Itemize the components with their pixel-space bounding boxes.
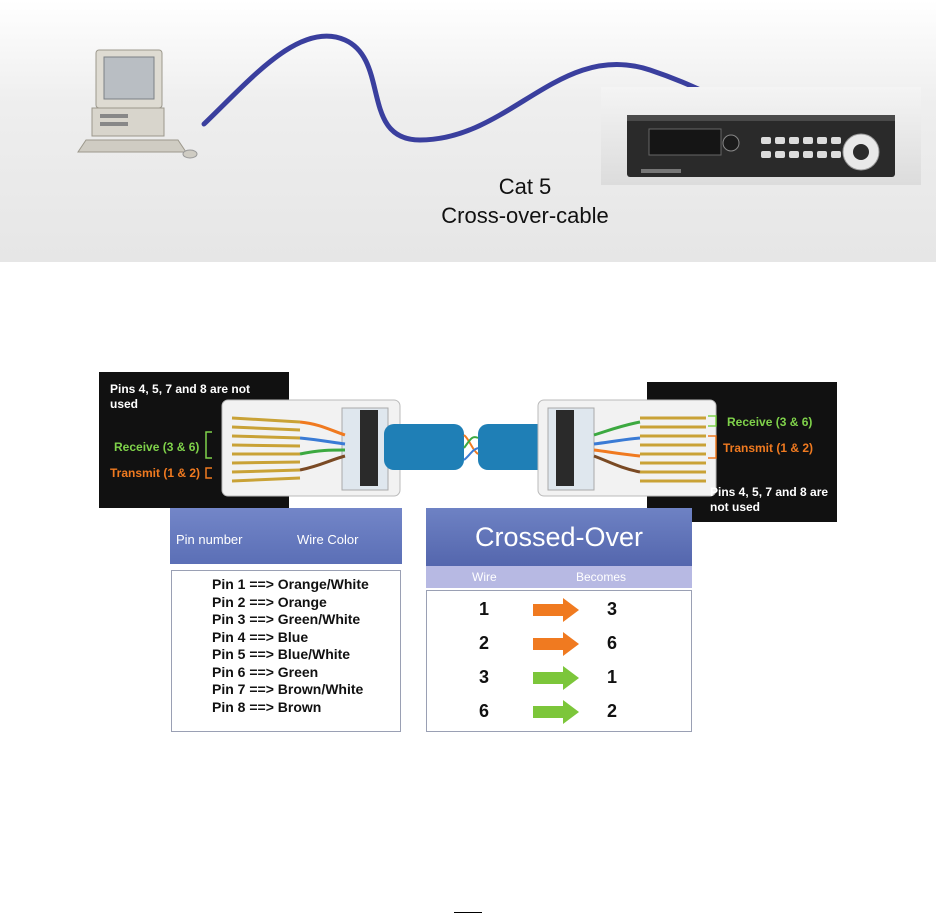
right-receive-label: Receive (3 & 6) [727,415,813,429]
green-arrow-icon [533,700,579,724]
cable-title: Cat 5 [498,174,552,199]
becomes-column-header: Becomes [576,570,627,584]
page-footer-rule [454,912,482,923]
right-unused-pins-note: Pins 4, 5, 7 and 8 are not used [710,485,829,514]
wire-number: 3 [479,667,490,687]
network-illustration-graphics [77,33,721,159]
pin-color-list: Pin 1 ==> Orange/White Pin 2 ==> Orange … [171,570,401,732]
wire-number: 6 [479,701,490,721]
pin-row: Pin 2 ==> Orange [212,593,327,610]
crossover-row: 1 3 [427,595,693,625]
orange-arrow-icon [533,598,579,622]
left-receive-label: Receive (3 & 6) [114,440,200,454]
right-transmit-label: Transmit (1 & 2) [723,441,814,455]
crossed-over-title: Crossed-Over [426,508,692,566]
orange-arrow-icon [533,632,579,656]
becomes-number: 3 [607,599,618,619]
wire-color-column-header: Wire Color [297,532,359,547]
crossed-over-list: 1 3 2 6 3 1 6 2 [426,590,692,732]
dvr-device-background [601,87,921,185]
wire-column-header: Wire [472,570,497,584]
cable-between-plugs [384,424,558,470]
becomes-number: 2 [607,701,618,721]
pin-number-column-header: Pin number [176,532,243,547]
pin-row: Pin 6 ==> Green [212,663,319,680]
right-rj45-plug [537,399,717,497]
crossover-row: 6 2 [427,697,693,727]
green-arrow-icon [533,666,579,690]
pin-row: Pin 3 ==> Green/White [212,611,361,627]
dvr-icon [627,115,895,177]
crossover-row: 2 6 [427,629,693,659]
rj45-connectors-graphic [205,399,717,497]
computer-icon [77,49,198,159]
crossover-row: 3 1 [427,663,693,693]
pin-table-header: Pin number Wire Color [170,508,402,564]
becomes-number: 6 [607,633,618,653]
cable-subtitle: Cross-over-cable [441,203,609,228]
left-transmit-label: Transmit (1 & 2) [110,466,201,480]
left-unused-pins-note: Pins 4, 5, 7 and 8 are not used [110,382,251,411]
wire-number: 1 [479,599,490,619]
pin-row: Pin 7 ==> Brown/White [212,681,364,697]
pin-row: Pin 4 ==> Blue [212,628,309,645]
left-rj45-plug [221,399,401,497]
cat5-cable [201,33,721,143]
pin-row: Pin 8 ==> Brown [212,698,322,715]
becomes-number: 1 [607,667,618,687]
pin-row: Pin 5 ==> Blue/White [212,646,351,662]
pin-row: Pin 1 ==> Orange/White [212,576,369,592]
wire-number: 2 [479,633,490,653]
crossed-over-subheader: Wire Becomes [426,566,692,588]
